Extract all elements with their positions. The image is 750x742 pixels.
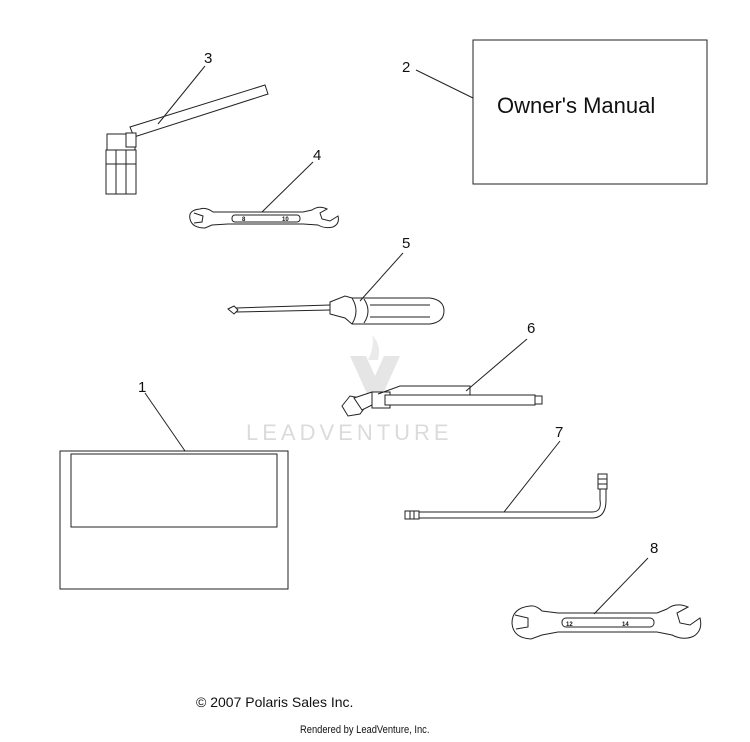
wrench-small-size-right: 10: [282, 217, 289, 223]
callout-line-2: [415, 69, 474, 99]
callout-line-5: [359, 252, 404, 302]
rendered-by-notice: Rendered by LeadVenture, Inc.: [300, 724, 430, 736]
callout-7: 7: [555, 424, 563, 441]
callout-line-4: [261, 161, 314, 213]
callout-5: 5: [402, 235, 410, 252]
screwdriver[interactable]: [227, 295, 445, 325]
copyright-notice: © 2007 Polaris Sales Inc.: [196, 694, 354, 710]
owners-manual-title: Owner's Manual: [497, 93, 655, 118]
callout-8: 8: [650, 540, 658, 557]
callout-line-1: [144, 392, 186, 452]
callout-line-7: [503, 440, 561, 513]
wrench-large-size-left: 12: [566, 622, 573, 628]
callout-2: 2: [402, 59, 410, 76]
tool-pouch[interactable]: [59, 450, 289, 590]
callout-6: 6: [527, 320, 535, 337]
torx-l-key[interactable]: [404, 473, 608, 520]
owners-manual[interactable]: Owner's Manual: [472, 39, 708, 185]
leadventure-watermark: LEADVENTURE: [246, 335, 453, 445]
watermark-text: LEADVENTURE: [246, 420, 453, 445]
socket-wrench[interactable]: [105, 84, 269, 195]
callout-1: 1: [138, 379, 146, 396]
spark-plug-wrench[interactable]: [341, 385, 543, 417]
wrench-large-size-right: 14: [622, 622, 629, 628]
open-end-wrench-8-10[interactable]: 8 10: [189, 206, 339, 229]
callout-4: 4: [313, 147, 321, 164]
wrench-small-size-left: 8: [242, 217, 246, 223]
open-end-wrench-12-14[interactable]: 12 14: [511, 604, 702, 640]
callout-3: 3: [204, 50, 212, 67]
callout-line-3: [157, 65, 206, 125]
callout-line-6: [465, 338, 528, 392]
callout-line-8: [593, 557, 649, 615]
